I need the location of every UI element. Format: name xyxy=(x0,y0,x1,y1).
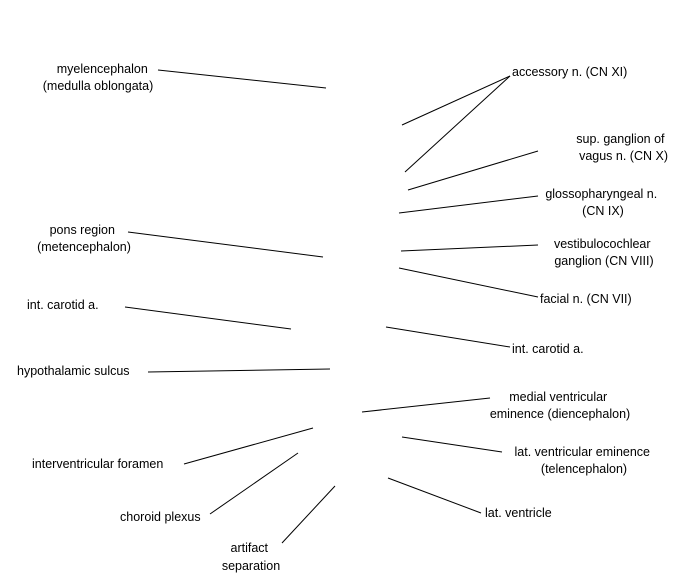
leader-line-medial-ventricular xyxy=(361,397,491,413)
leader-line-myelencephalon xyxy=(157,69,327,89)
label-glossopharyngeal: glossopharyngeal n. (CN IX) xyxy=(545,187,660,218)
label-accessory: accessory n. (CN XI) xyxy=(512,65,627,79)
leader-line-lat-ventricle xyxy=(387,477,482,514)
label-pons: pons region (metencephalon) xyxy=(37,223,131,254)
label-medial-ventricular-eminence: medial ventricular eminence (diencephalo… xyxy=(490,390,630,421)
label-sup-ganglion: sup. ganglion of vagus n. (CN X) xyxy=(576,132,668,163)
label-artifact-separation: artifact separation xyxy=(222,541,280,573)
label-int-carotid-left: int. carotid a. xyxy=(27,298,99,312)
leader-line-lat-ventricular-eminence xyxy=(401,436,503,453)
label-lat-ventricular-eminence: lat. ventricular eminence (telencephalon… xyxy=(515,445,654,476)
leader-line-glossopharyngeal xyxy=(398,195,539,214)
leader-line-accessory-1 xyxy=(401,75,511,126)
leader-line-int-carotid-left xyxy=(124,306,292,330)
leader-line-artifact xyxy=(281,485,336,544)
leader-lines xyxy=(124,69,539,544)
label-choroid-plexus: choroid plexus xyxy=(120,510,201,524)
leader-line-sup-ganglion xyxy=(407,150,539,191)
label-vestibulocochlear: vestibulocochlear ganglion (CN VIII) xyxy=(554,237,654,268)
label-myelencephalon: myelencephalon (medulla oblongata) xyxy=(43,62,154,93)
leader-line-hypothalamic xyxy=(147,368,331,373)
label-hypothalamic-sulcus: hypothalamic sulcus xyxy=(17,364,130,378)
leader-line-pons xyxy=(127,231,324,258)
leader-line-choroid xyxy=(209,452,299,515)
leader-line-interventricular xyxy=(183,427,314,465)
leader-line-accessory-2 xyxy=(404,75,511,173)
label-interventricular-foramen: interventricular foramen xyxy=(32,457,163,471)
labels: myelencephalon (medulla oblongata) acces… xyxy=(17,62,668,573)
label-lat-ventricle: lat. ventricle xyxy=(485,506,552,520)
leader-line-vestibulocochlear xyxy=(400,244,539,252)
leader-line-facial xyxy=(398,267,539,298)
label-facial: facial n. (CN VII) xyxy=(540,292,632,306)
leader-line-int-carotid-right xyxy=(385,326,511,348)
label-int-carotid-right: int. carotid a. xyxy=(512,342,584,356)
